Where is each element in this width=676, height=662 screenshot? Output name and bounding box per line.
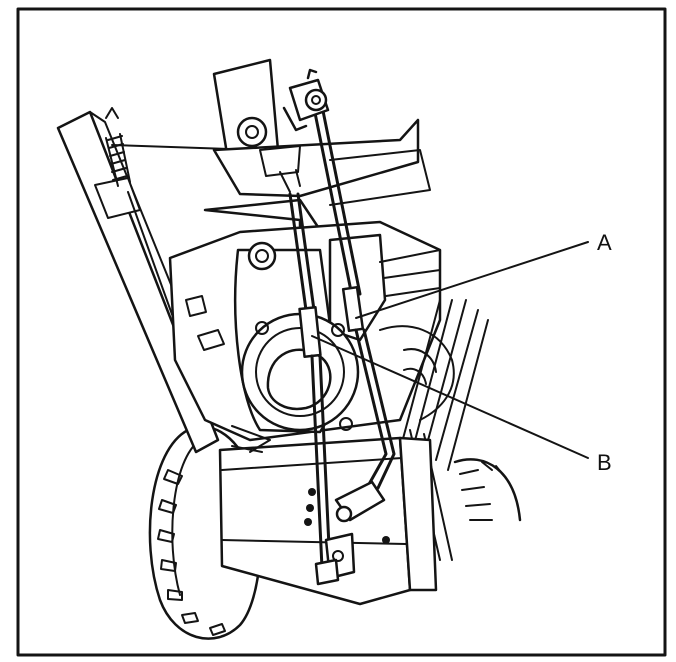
control-rod-a <box>310 94 396 490</box>
figure-border <box>16 7 667 657</box>
top-clevis <box>282 68 330 132</box>
control-mount <box>212 58 431 206</box>
control-rod-b <box>288 192 332 570</box>
callout-label-a: A <box>597 230 612 255</box>
callout-label-b: B <box>597 450 612 475</box>
lower-linkage <box>314 480 386 586</box>
pulley <box>240 312 360 432</box>
auger-housing <box>218 425 438 606</box>
leader-line-a <box>355 241 589 319</box>
leader-line-b <box>311 335 589 459</box>
right-wheel <box>453 458 522 522</box>
